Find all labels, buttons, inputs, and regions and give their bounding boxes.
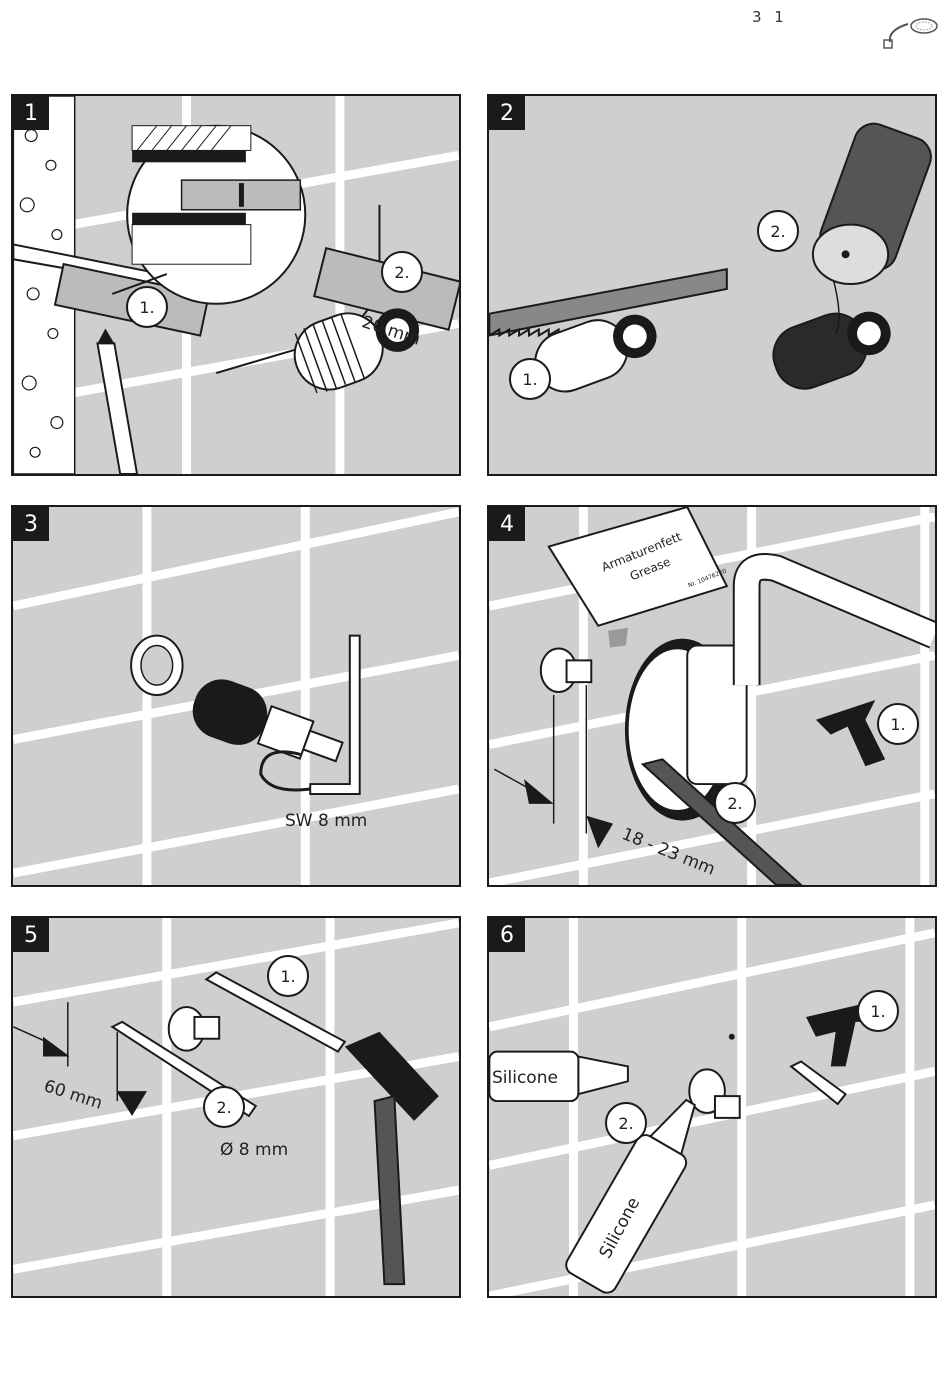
step-5-number: 5 [13, 918, 49, 952]
step-1-callout-2: 2. [381, 251, 423, 293]
step-1-panel: 1 1. 2. 20 mm [11, 94, 461, 476]
step-2-number: 2 [489, 96, 525, 130]
step-4-callout-2: 2. [714, 782, 756, 824]
step-1-callout-1: 1. [126, 286, 168, 328]
page-number: 3 1 [752, 8, 788, 26]
silicone-tube-label-left: Silicone [492, 1068, 558, 1088]
deburr-and-clean-illustration [489, 96, 935, 474]
step-5-diameter-label: Ø 8 mm [220, 1140, 288, 1160]
step-6-number: 6 [489, 918, 525, 952]
step-5-callout-2: 2. [203, 1086, 245, 1128]
step-3-wrench-size-label: SW 8 mm [285, 811, 367, 831]
step-4-callout-1: 1. [877, 703, 919, 745]
step-4-panel: 4 Armaturenfett Grease Nr. 10476220 1. 2… [487, 505, 937, 887]
step-4-number: 4 [489, 507, 525, 541]
mount-connector-illustration [489, 507, 935, 885]
step-6-callout-1: 1. [857, 990, 899, 1032]
step-2-panel: 2 1. 2. [487, 94, 937, 476]
step-2-callout-2: 2. [757, 210, 799, 252]
step-6-panel: 6 Silicone Silicone 1. 2. [487, 916, 937, 1298]
step-5-panel: 5 1. 2. 60 mm Ø 8 mm [11, 916, 461, 1298]
seal-with-silicone-illustration [489, 918, 935, 1296]
step-1-number: 1 [13, 96, 49, 130]
shower-head-icon [880, 10, 940, 52]
step-3-panel: 3 SW 8 mm [11, 505, 461, 887]
step-5-callout-1: 1. [267, 955, 309, 997]
tighten-nipple-illustration [13, 507, 459, 885]
step-2-callout-1: 1. [509, 358, 551, 400]
step-6-callout-2: 2. [605, 1102, 647, 1144]
step-3-number: 3 [13, 507, 49, 541]
